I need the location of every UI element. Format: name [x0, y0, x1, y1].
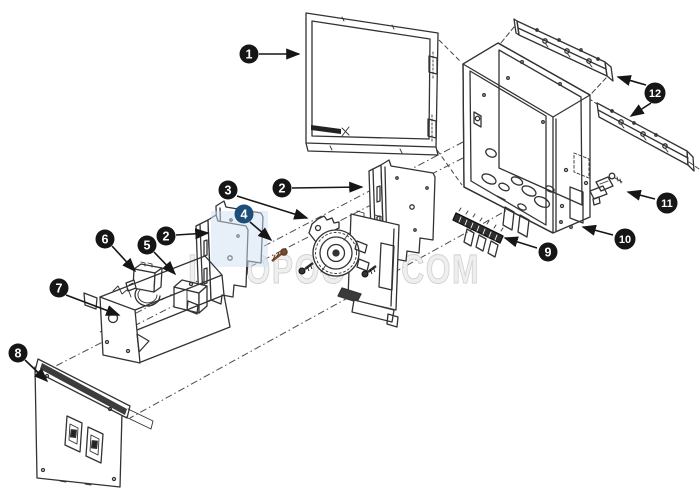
callout-4[interactable] [234, 204, 254, 224]
switch-cutout [86, 427, 103, 463]
part-mounting-rail-right [588, 98, 699, 171]
part-screws [272, 249, 376, 277]
callout-3-number: 3 [225, 183, 232, 197]
callout-5-arrow [154, 252, 177, 276]
callout-5-number: 5 [144, 238, 151, 252]
callout-9-number: 9 [545, 245, 552, 259]
part-capacitor [174, 280, 207, 313]
callout-2[interactable] [272, 178, 292, 198]
knockout-tab [518, 215, 529, 237]
knockout-holes [480, 172, 555, 212]
callout-9-arrow [503, 236, 537, 248]
wire-hole [484, 147, 497, 159]
part-mounting-rail-top [496, 19, 613, 93]
part-conduit-clamp [590, 173, 622, 205]
callout-12-arrow [629, 103, 651, 117]
part-door-cover [306, 13, 438, 155]
screw-dark [299, 263, 313, 274]
callout-8-number: 8 [15, 346, 22, 360]
callout-11-number: 11 [661, 198, 673, 210]
keyhole-tab [474, 112, 481, 127]
callout-2-number: 2 [163, 229, 170, 243]
callout-9[interactable] [538, 242, 558, 262]
door-hinge [429, 56, 437, 74]
callout-3-arrow [237, 196, 309, 220]
callout-12-arrow [616, 75, 646, 86]
callout-10-arrow [581, 224, 613, 235]
callout-10[interactable] [614, 228, 636, 250]
callout-3[interactable] [218, 180, 238, 200]
callout-10-number: 10 [619, 234, 631, 246]
door-hinge [428, 119, 436, 138]
callout-5[interactable] [137, 235, 157, 255]
door-logo [311, 125, 341, 134]
callout-7[interactable] [49, 278, 69, 298]
part-enclosure-box [463, 43, 590, 237]
callout-6-arrow [112, 246, 137, 273]
callout-4-arrow [250, 222, 273, 242]
callout-2-arrow [292, 181, 364, 193]
callout-8[interactable] [8, 343, 28, 363]
callout-7-number: 7 [56, 281, 63, 295]
callout-1-number: 1 [246, 47, 253, 61]
callout-11[interactable] [656, 192, 678, 214]
part-switch-panel [35, 359, 153, 487]
knockout-tab [503, 207, 514, 230]
screw-dark [362, 266, 376, 277]
callout-7-arrow [66, 295, 121, 315]
screw-brass [272, 249, 287, 261]
side-cutout [570, 187, 583, 223]
callout-2-number: 2 [279, 181, 286, 195]
part-terminal-strip [453, 208, 503, 257]
part-timer-mechanism [309, 211, 399, 327]
callout-6-number: 6 [102, 232, 109, 246]
callout-2-arrow [176, 228, 210, 240]
callout-12[interactable] [644, 82, 666, 104]
callout-6[interactable] [95, 229, 115, 249]
callout-12-number: 12 [649, 88, 661, 100]
switch-cutout [65, 416, 82, 452]
callout-11-arrow [626, 189, 655, 201]
callout-1[interactable] [239, 44, 259, 64]
callout-2[interactable] [156, 226, 176, 246]
callout-4-number: 4 [241, 207, 248, 221]
part-solenoid [126, 262, 162, 306]
callout-8-arrow [25, 360, 49, 383]
